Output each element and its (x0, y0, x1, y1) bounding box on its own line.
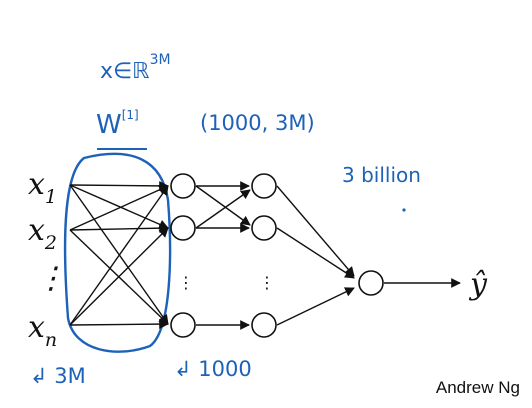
hidden2-node-2 (251, 215, 277, 241)
author-credit: Andrew Ng (435, 378, 520, 397)
hidden-count-annotation: ↲ 1000 (174, 357, 252, 381)
output-node (358, 270, 384, 296)
input-xn: xn (28, 310, 57, 351)
input-x2: x2 (28, 213, 57, 254)
hidden1-to-hidden2-edges (195, 181, 251, 330)
hidden2-to-output-edges (276, 185, 461, 326)
parameter-count-annotation: 3 billion (342, 163, 421, 187)
hidden2-ellipsis: ⋮ (259, 273, 275, 292)
weight-matrix-annotation: W[1] (96, 108, 139, 140)
annotation-dot (402, 208, 406, 212)
hidden2-node-n (251, 312, 277, 338)
input-x1: x1 (28, 167, 57, 208)
hidden2-node-1 (251, 173, 277, 199)
weight-shape-annotation: (1000, 3M) (200, 111, 315, 135)
output-y-hat: ŷ (468, 267, 488, 302)
input-dimension-annotation: x∈ℝ3M (100, 52, 171, 84)
hidden1-node-n (170, 312, 196, 338)
input-layer-enclosure (63, 152, 172, 353)
input-to-hidden1-edges (69, 181, 169, 329)
input-ellipsis: ⋮ (36, 261, 66, 296)
hidden1-node-1 (170, 173, 196, 199)
hidden1-ellipsis: ⋮ (178, 273, 194, 292)
input-count-annotation: ↲ 3M (30, 364, 86, 388)
hidden1-node-2 (170, 215, 196, 241)
